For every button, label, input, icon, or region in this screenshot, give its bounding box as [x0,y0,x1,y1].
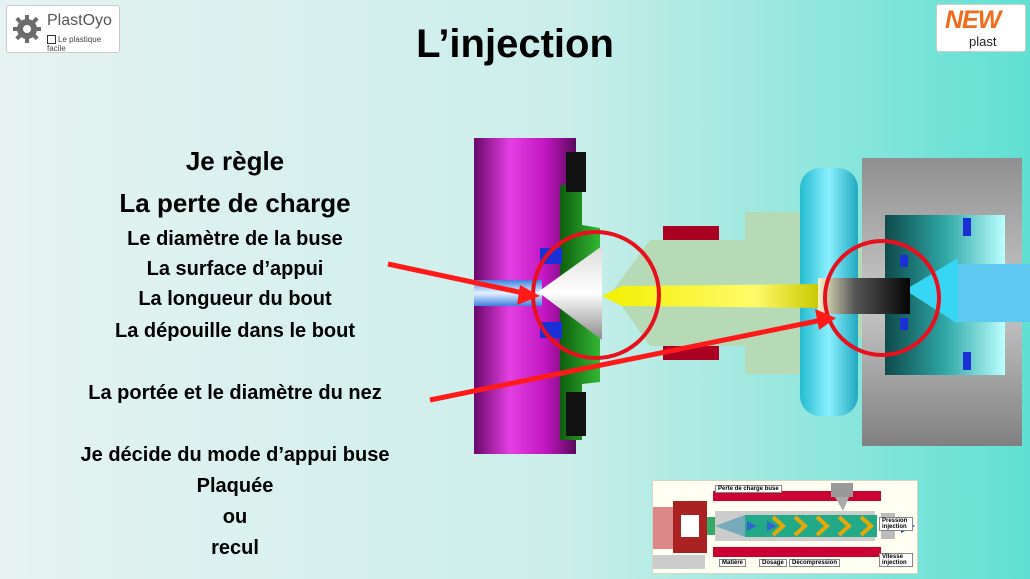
page-title: L’injection [416,22,614,66]
mini-label-material: Matière [719,559,747,567]
newplast-word: plast [969,34,997,49]
newplast-logo: NEW plast [936,4,1026,52]
text-line-3: Le diamètre de la buse [127,228,343,250]
injection-unit-thumbnail: Perte de charge buse Pression injection … [652,480,918,574]
newplast-mark: NEW [945,6,1001,34]
arrow-to-sprue [387,261,529,297]
text-line-10: ou [222,506,248,528]
mini-label-speed: Vitesse injection [879,553,913,567]
gear-icon [13,15,41,43]
text-line-7: La portée et le diamètre du nez [88,382,382,404]
injection-unit-drawing [653,483,915,569]
checkbox-icon [47,35,56,45]
plastoyo-logo: PlastOyo Le plastique facile [6,5,120,53]
arrow-to-nozzle [429,317,823,403]
logo-tagline: Le plastique facile [47,35,119,53]
text-line-5: La longueur du bout [138,288,332,310]
melt-channel [602,284,820,308]
text-line-2: La perte de charge [119,188,351,218]
mini-label-dosing: Dosage [759,559,787,567]
mini-label-top: Perte de charge buse [715,485,782,493]
logo-name: PlastOyo [47,12,112,29]
mini-label-pressure: Pression injection [879,517,913,531]
logo-tagline-text: Le plastique facile [47,35,102,54]
nozzle-tip-circle [823,239,941,357]
text-line-6: La dépouille dans le bout [114,320,356,342]
sprue-cone [538,246,602,340]
text-line-11: recul [211,537,259,559]
text-line-9: Plaquée [196,475,274,497]
text-line-1: Je règle [185,146,285,176]
text-line-4: La surface d’appui [146,258,324,280]
text-line-8: Je décide du mode d’appui buse [80,444,390,466]
mini-label-decompression: Décompression [789,559,841,567]
